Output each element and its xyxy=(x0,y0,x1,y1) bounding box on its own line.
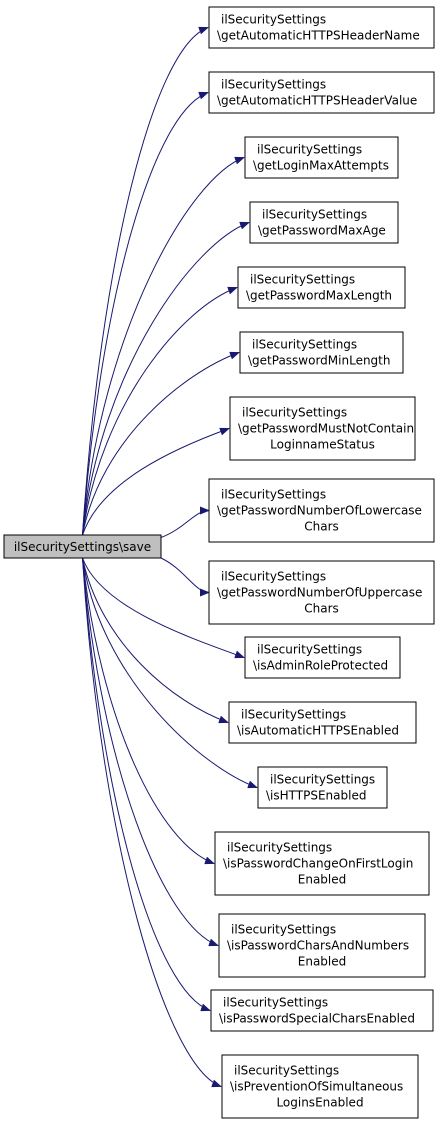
target-node-label-line: \getPasswordMaxLength xyxy=(246,289,392,303)
target-node-8[interactable]: ilSecuritySettings \getPasswordNumberOfLo… xyxy=(208,478,435,543)
call-edge-12 xyxy=(82,557,258,789)
call-edges xyxy=(82,26,258,1088)
target-node-label-line: \isPasswordCharsAndNumbers xyxy=(227,939,409,953)
source-node-ilsecuritysettings-save[interactable]: ilSecuritySettings\save xyxy=(3,534,162,559)
target-node-label-line: ilSecuritySettings xyxy=(270,773,375,787)
call-edge-10 xyxy=(82,557,245,659)
target-node-label-line: \getPasswordMustNotContain xyxy=(238,422,414,436)
target-node-label-line: LoginnameStatus xyxy=(270,438,375,452)
target-node-label-line: ilSecuritySettings xyxy=(221,78,326,92)
target-node-label-line: LoginsEnabled xyxy=(276,1096,363,1110)
call-edge-7 xyxy=(82,427,230,536)
target-node-label-line: ilSecuritySettings xyxy=(262,208,367,222)
target-node-label-line: ilSecuritySettings xyxy=(252,338,357,352)
call-edge-11 xyxy=(82,557,229,724)
call-edge-16 xyxy=(82,557,222,1088)
target-node-13[interactable]: ilSecuritySettings \isPasswordChangeOnFir… xyxy=(214,831,430,896)
target-node-label-line: \getLoginMaxAttempts xyxy=(253,159,389,173)
call-edge-6 xyxy=(82,351,240,536)
target-node-label-line: \isPasswordChangeOnFirstLogin xyxy=(223,857,413,871)
target-node-label-line: ilSecuritySettings xyxy=(221,570,326,584)
target-node-box xyxy=(210,989,434,1032)
target-node-label-line: Enabled xyxy=(298,873,347,887)
target-node-3[interactable]: ilSecuritySettings \getLoginMaxAttempts xyxy=(244,136,399,179)
target-node-label-line: ilSecuritySettings xyxy=(221,488,326,502)
target-node-label-line: \isHTTPSEnabled xyxy=(266,789,366,803)
target-node-7[interactable]: ilSecuritySettings \getPasswordMustNotCon… xyxy=(229,396,416,461)
target-node-box xyxy=(237,266,406,309)
target-node-label-line: ilSecuritySettings xyxy=(241,708,346,722)
target-node-label-line: Chars xyxy=(304,602,339,616)
target-node-label-line: ilSecuritySettings xyxy=(223,996,328,1010)
target-node-label-line: ilSecuritySettings xyxy=(234,1064,339,1078)
target-node-label-line: Chars xyxy=(304,520,339,534)
target-node-box xyxy=(208,478,435,543)
target-node-box xyxy=(249,201,399,244)
source-node-label: ilSecuritySettings\save xyxy=(14,540,151,554)
target-node-box xyxy=(257,766,388,809)
target-node-box xyxy=(218,913,426,978)
target-node-label-line: ilSecuritySettings xyxy=(231,923,336,937)
target-node-box xyxy=(229,396,416,461)
target-node-label-line: \getPasswordMinLength xyxy=(248,354,390,368)
target-node-label-line: ilSecuritySettings xyxy=(242,406,347,420)
target-node-box xyxy=(244,136,399,179)
call-edge-9 xyxy=(160,557,210,597)
call-edge-13 xyxy=(82,557,215,865)
call-edge-2 xyxy=(82,91,209,536)
target-node-label-line: \getPasswordNumberOfLowercase xyxy=(217,504,422,518)
call-edge-14 xyxy=(82,557,219,947)
target-node-label-line: Enabled xyxy=(298,955,347,969)
target-node-9[interactable]: ilSecuritySettings \getPasswordNumberOfUp… xyxy=(208,560,435,625)
target-node-14[interactable]: ilSecuritySettings \isPasswordCharsAndNum… xyxy=(218,913,426,978)
target-node-label-line: ilSecuritySettings xyxy=(257,643,362,657)
target-node-5[interactable]: ilSecuritySettings \getPasswordMaxLength xyxy=(237,266,406,309)
target-node-box xyxy=(244,636,401,679)
target-node-box xyxy=(239,331,404,374)
target-node-4[interactable]: ilSecuritySettings \getPasswordMaxAge xyxy=(249,201,399,244)
call-edge-1 xyxy=(82,26,209,536)
function-nodes: ilSecuritySettings \getAutomaticHTTPSHead… xyxy=(208,6,435,1119)
target-node-6[interactable]: ilSecuritySettings \getPasswordMinLength xyxy=(239,331,404,374)
target-node-1[interactable]: ilSecuritySettings \getAutomaticHTTPSHead… xyxy=(208,6,435,49)
call-edge-3 xyxy=(82,156,245,536)
target-node-2[interactable]: ilSecuritySettings \getAutomaticHTTPSHead… xyxy=(208,71,435,114)
target-node-label-line: \isAdminRoleProtected xyxy=(253,659,388,673)
target-node-box xyxy=(208,560,435,625)
target-node-10[interactable]: ilSecuritySettings \isAdminRoleProtected xyxy=(244,636,401,679)
target-node-15[interactable]: ilSecuritySettings \isPasswordSpecialChar… xyxy=(210,989,434,1032)
target-node-label-line: \getPasswordMaxAge xyxy=(258,224,386,238)
call-edge-8 xyxy=(160,506,210,538)
call-edge-5 xyxy=(82,286,238,536)
target-node-box xyxy=(208,6,435,49)
target-node-label-line: ilSecuritySettings xyxy=(227,841,332,855)
target-node-box xyxy=(208,71,435,114)
target-node-16[interactable]: ilSecuritySettings \isPreventionOfSimulta… xyxy=(221,1054,419,1119)
target-node-label-line: \isPasswordSpecialCharsEnabled xyxy=(219,1012,415,1026)
target-node-label-line: \isPreventionOfSimultaneous xyxy=(230,1080,403,1094)
target-node-label-line: ilSecuritySettings xyxy=(257,143,362,157)
target-node-label-line: \isAutomaticHTTPSEnabled xyxy=(237,724,399,738)
target-node-label-line: \getPasswordNumberOfUppercase xyxy=(217,586,422,600)
target-node-box xyxy=(214,831,430,896)
target-node-11[interactable]: ilSecuritySettings \isAutomaticHTTPSEnabl… xyxy=(228,701,417,744)
source-node-box xyxy=(3,534,162,559)
target-node-label-line: \getAutomaticHTTPSHeaderValue xyxy=(217,94,417,108)
target-node-label-line: ilSecuritySettings xyxy=(221,13,326,27)
target-node-box xyxy=(228,701,417,744)
target-node-label-line: \getAutomaticHTTPSHeaderName xyxy=(217,29,420,43)
call-edge-4 xyxy=(82,221,250,536)
call-edge-15 xyxy=(82,557,211,1012)
target-node-label-line: ilSecuritySettings xyxy=(250,273,355,287)
target-node-12[interactable]: ilSecuritySettings \isHTTPSEnabled xyxy=(257,766,388,809)
target-node-box xyxy=(221,1054,419,1119)
